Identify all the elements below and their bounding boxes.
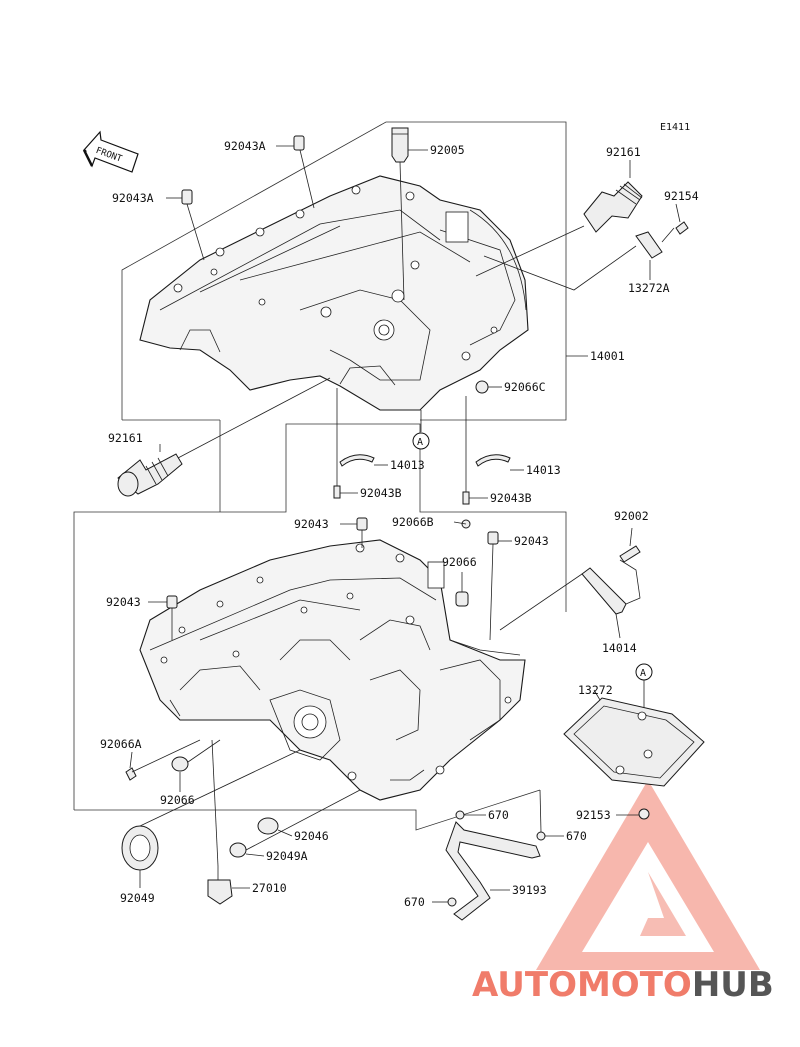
oring-670-left (447, 897, 457, 907)
svg-text:A: A (417, 437, 423, 448)
callout-92066a: 92066A (100, 737, 142, 751)
watermark-triangle-inner (640, 872, 686, 936)
callout-670-top: 670 (488, 808, 509, 822)
callout-92043-left: 92043 (106, 595, 141, 609)
switch-27010 (207, 879, 233, 905)
dowel-92043a-top (293, 135, 305, 151)
callout-670-right: 670 (566, 829, 587, 843)
callout-labels: 92043A 92005 92161 92154 92043A 13272A 1… (100, 139, 699, 909)
callout-27010: 27010 (252, 881, 287, 895)
callout-92043-mid: 92043 (294, 517, 329, 531)
bearing-92046 (257, 817, 279, 835)
seal-92049a (229, 842, 247, 858)
oring-670-right (536, 831, 546, 841)
bolt-92002 (619, 545, 641, 563)
callout-14014: 14014 (602, 641, 637, 655)
upper-crankcase (139, 175, 529, 411)
plug-92066-upper (455, 591, 469, 607)
callout-92153: 92153 (576, 808, 611, 822)
ref-marker-a-right: A (635, 663, 653, 681)
watermark-part1: AUTOMOTO (472, 965, 692, 1005)
callout-92002: 92002 (614, 509, 649, 523)
bearing-14013-left (339, 454, 375, 467)
bolt-92066a (125, 767, 137, 781)
callout-39193: 39193 (512, 883, 547, 897)
callout-92066c: 92066C (504, 380, 546, 394)
watermark-triangle-logo (536, 780, 760, 970)
callout-92043-right: 92043 (514, 534, 549, 548)
oring-670-top (455, 810, 465, 820)
callout-14013-right: 14013 (526, 463, 561, 477)
plug-92066-lower (171, 756, 189, 772)
callout-92043a-left: 92043A (112, 191, 154, 205)
dowel-92043-mid (356, 517, 368, 531)
bolt-92153 (638, 808, 650, 820)
front-arrow-icon: FRONT (82, 130, 139, 173)
pin-92043b-left (333, 485, 341, 499)
callout-92049a: 92049A (266, 849, 308, 863)
callout-92066-upper: 92066 (442, 555, 477, 569)
callout-670-left: 670 (404, 895, 425, 909)
leader-lines (129, 145, 681, 903)
callout-92046: 92046 (294, 829, 329, 843)
plate-14014 (581, 567, 627, 615)
watermark-text: AUTOMOTOHUB (472, 965, 774, 1005)
plug-92066c (475, 380, 489, 394)
callout-13272a: 13272A (628, 281, 670, 295)
bearing-14013-right (475, 454, 511, 467)
callout-92161-left: 92161 (108, 431, 143, 445)
callout-92066-lower: 92066 (160, 793, 195, 807)
callout-14013-left: 14013 (390, 458, 425, 472)
pipe-39193 (445, 821, 541, 921)
callout-92161-top: 92161 (606, 145, 641, 159)
upper-case-group-outline (121, 121, 567, 421)
callout-92066b: 92066B (392, 515, 434, 529)
plate-13272 (563, 697, 705, 787)
dowel-92043-left (166, 595, 178, 609)
lower-crankcase (139, 539, 526, 801)
plate-13272a (635, 231, 663, 259)
oil-jet-92005 (391, 127, 409, 163)
watermark: AUTOMOTOHUB (472, 780, 774, 1005)
callout-92154: 92154 (664, 189, 699, 203)
lower-case-group-outline (73, 420, 567, 831)
plug-92161-top (583, 181, 643, 233)
dowel-92043-right (487, 531, 499, 545)
callout-13272: 13272 (578, 683, 613, 697)
bolt-92154 (675, 221, 689, 235)
callout-92043a-top: 92043A (224, 139, 266, 153)
svg-text:A: A (640, 668, 646, 679)
callout-92005: 92005 (430, 143, 465, 157)
callout-14001: 14001 (590, 349, 625, 363)
ref-marker-a-center: A (412, 432, 430, 450)
ref-code: E1411 (660, 122, 690, 133)
pin-92043b-right (462, 491, 470, 505)
dowel-92043a-left (181, 189, 193, 205)
callout-92043b-right: 92043B (490, 491, 532, 505)
callout-92049: 92049 (120, 891, 155, 905)
callout-92043b-left: 92043B (360, 486, 402, 500)
watermark-part2: HUB (692, 965, 774, 1005)
